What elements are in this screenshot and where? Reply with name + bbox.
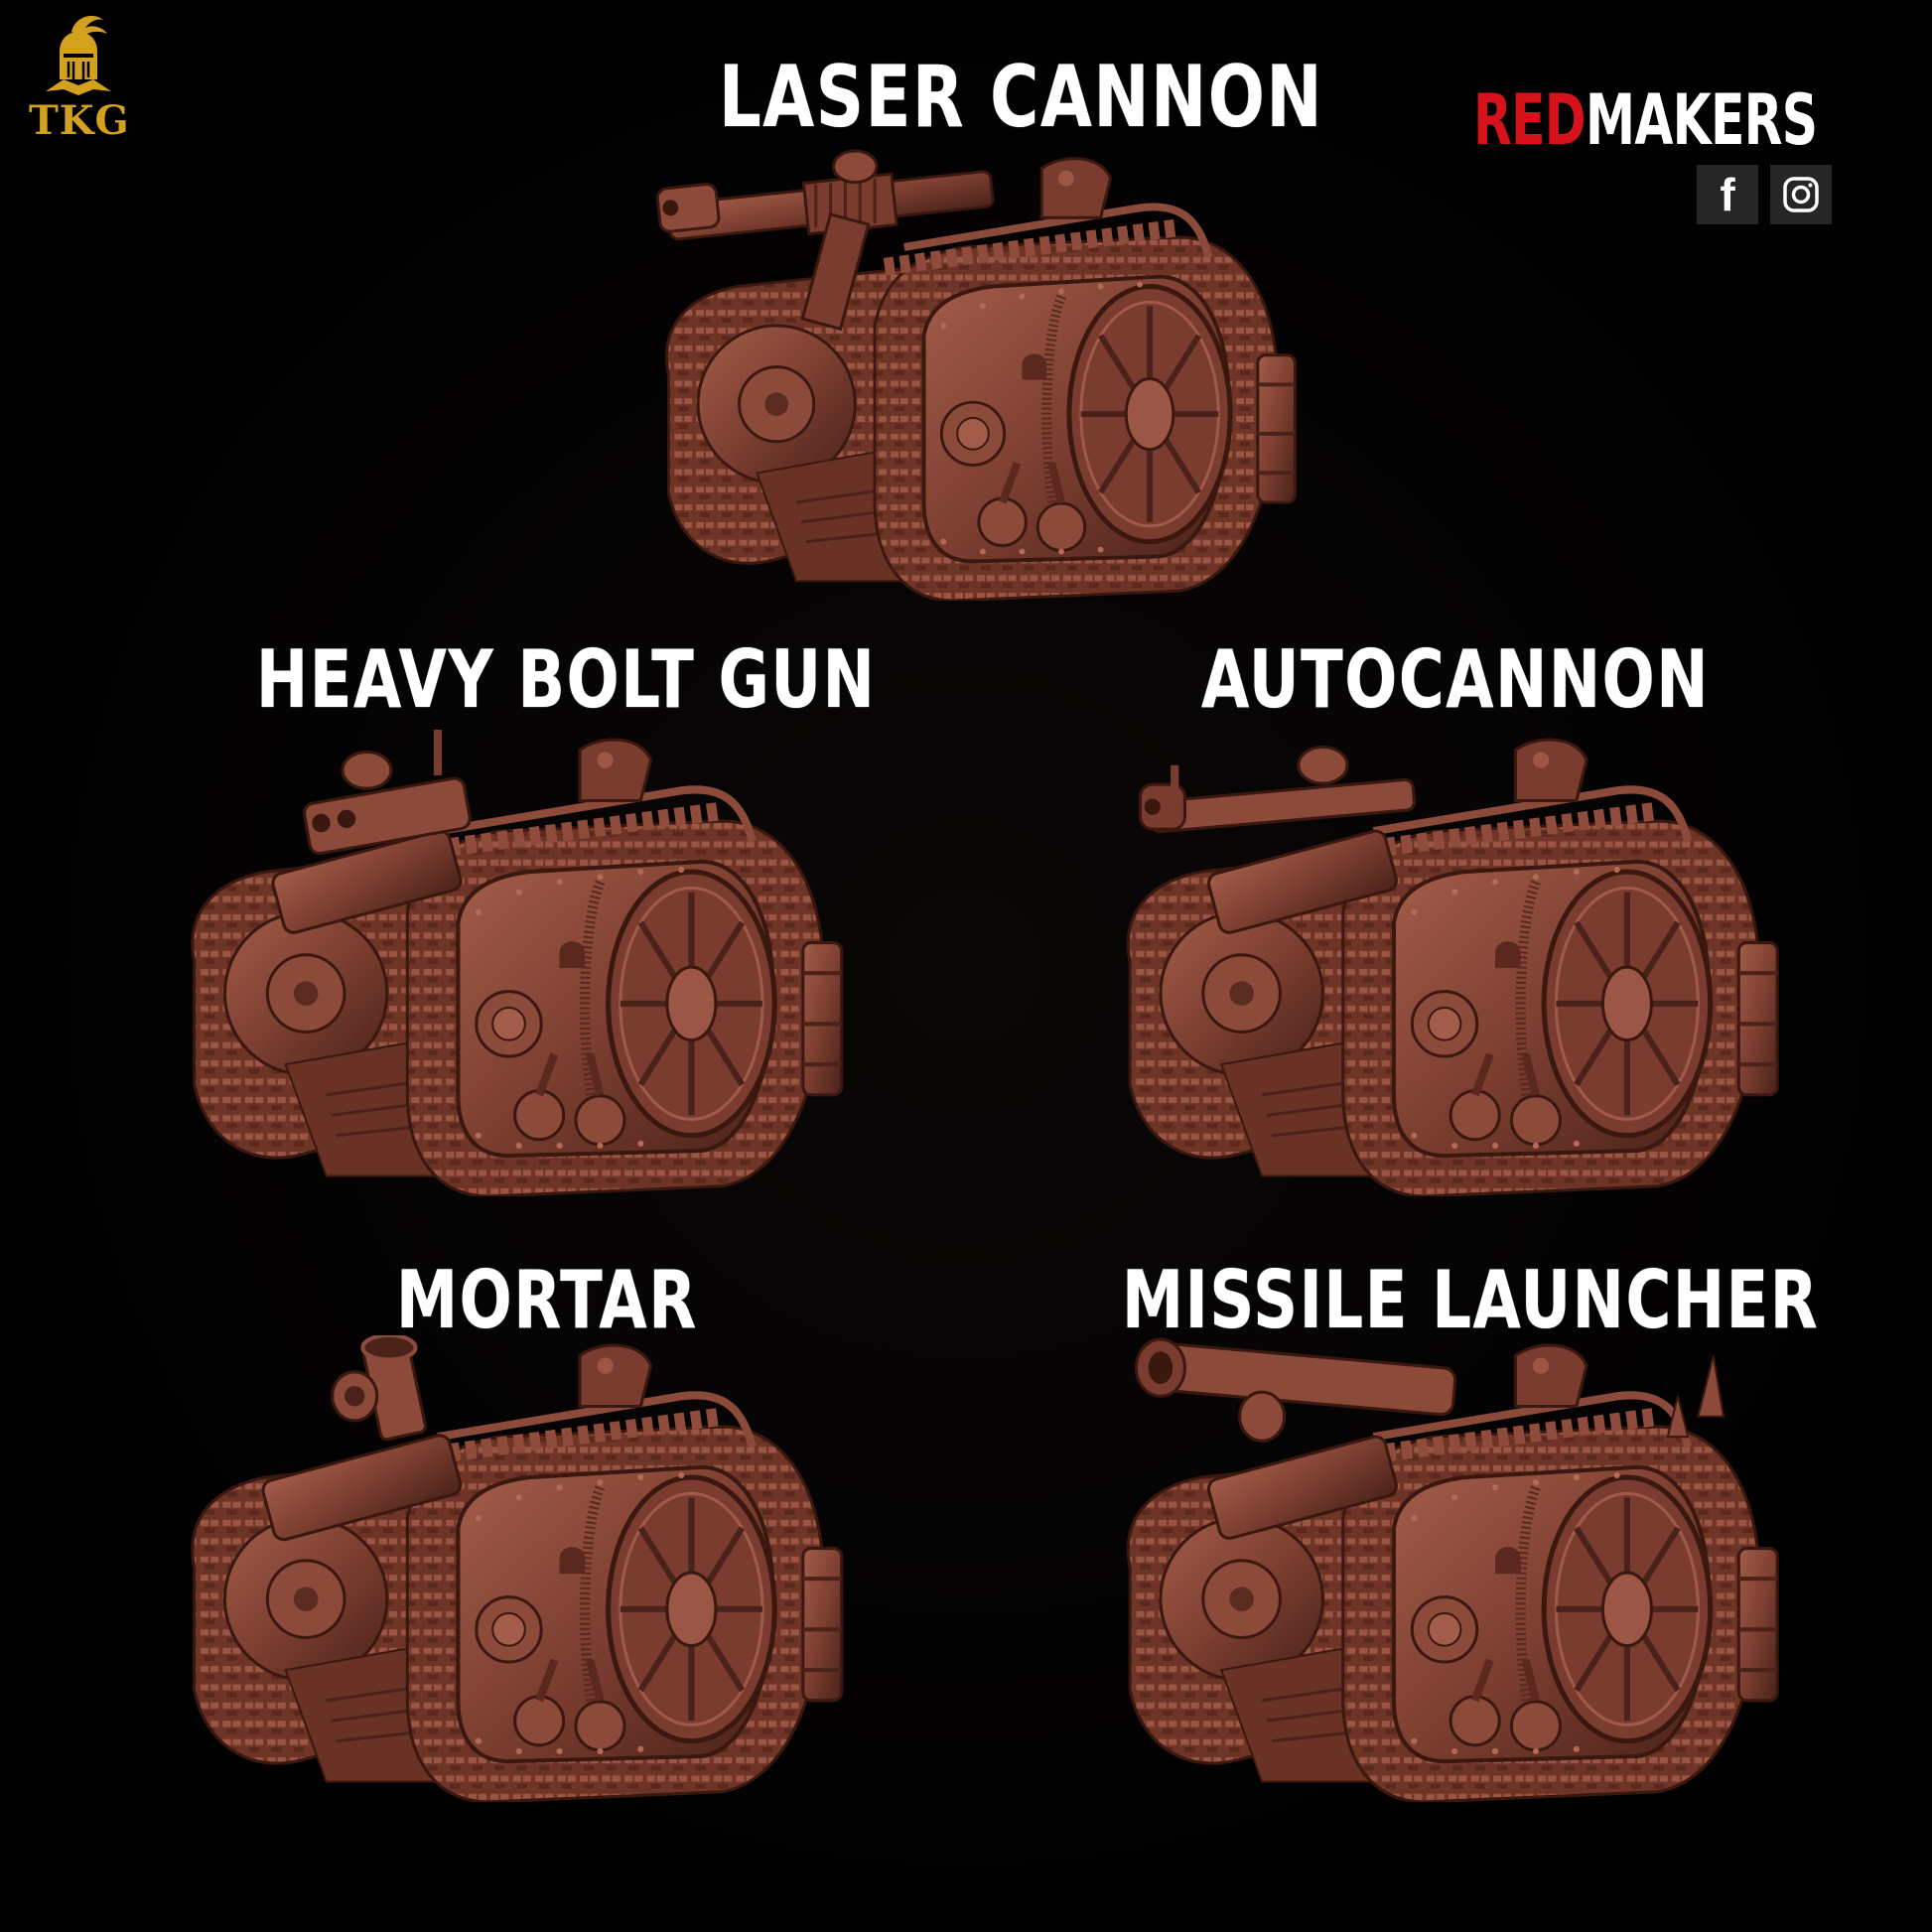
- variant-title-mortar: MORTAR: [396, 1254, 698, 1346]
- instagram-icon: [1783, 177, 1819, 212]
- facebook-button[interactable]: f: [1697, 165, 1758, 224]
- variant-title-autocannon: AUTOCANNON: [1201, 633, 1711, 726]
- laser-cannon-weapon: [655, 149, 995, 332]
- tank-mortar: [144, 1335, 874, 1802]
- variant-title-heavy-bolt-gun: HEAVY BOLT GUN: [256, 633, 877, 726]
- variant-title-laser-cannon: LASER CANNON: [719, 48, 1324, 147]
- tank-laser-cannon: [606, 149, 1340, 601]
- facebook-icon: f: [1720, 169, 1735, 220]
- mortar-weapon: [261, 1335, 463, 1542]
- instagram-button[interactable]: [1770, 165, 1832, 224]
- variant-title-missile-launcher: MISSILE LAUNCHER: [1122, 1254, 1820, 1346]
- brand-white-part: MAKERS: [1585, 79, 1818, 161]
- knight-helmet-icon: [46, 16, 111, 95]
- missile-launcher-weapon: [1134, 1337, 1725, 1540]
- brand-red-part: RED: [1473, 79, 1587, 161]
- heavy-bolt-gun-weapon: [271, 730, 472, 934]
- tkg-logo: [24, 10, 133, 149]
- redmakers-logo: REDMAKERS: [1473, 79, 1932, 161]
- autocannon-weapon: [1138, 745, 1417, 934]
- tank-heavy-bolt-gun: [144, 730, 874, 1196]
- tank-autocannon: [1087, 730, 1802, 1196]
- tkg-logo-text: TKG: [29, 97, 130, 144]
- tank-missile-launcher: [1087, 1335, 1802, 1802]
